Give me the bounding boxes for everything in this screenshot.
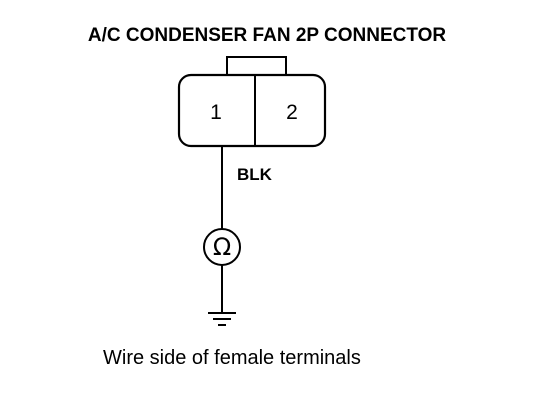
pin-1-label: 1	[210, 101, 222, 124]
diagram-caption: Wire side of female terminals	[103, 347, 361, 369]
ground-icon	[208, 312, 236, 326]
connector-2p: 1 2	[177, 56, 327, 148]
diagram-title: A/C CONDENSER FAN 2P CONNECTOR	[88, 25, 447, 46]
pin-2-label: 2	[286, 101, 298, 124]
ohmmeter-symbol: Ω	[213, 233, 231, 261]
ohmmeter-icon: Ω	[203, 228, 241, 266]
wire-color-label: BLK	[237, 165, 273, 184]
connector-housing	[177, 73, 327, 148]
